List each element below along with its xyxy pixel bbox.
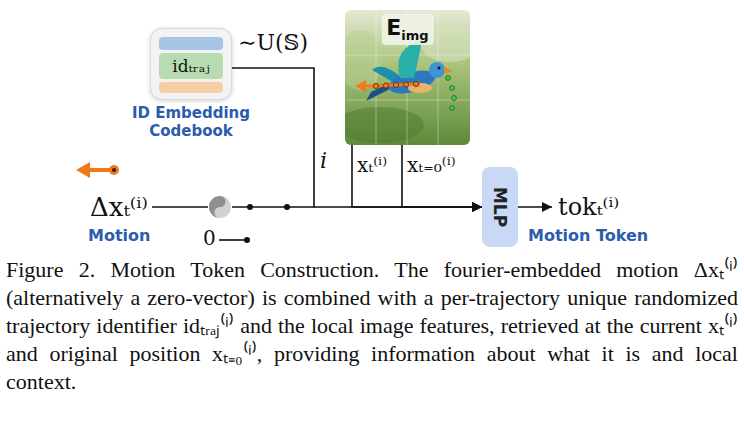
zero-input: 0: [203, 226, 216, 250]
mlp-box: MLP: [482, 167, 518, 247]
switch-symbol: [209, 196, 231, 218]
junction-dot: [244, 237, 250, 243]
token-caption: Motion Token: [528, 226, 648, 245]
feature-subscript: img: [401, 28, 428, 43]
token-symbol: tokₜ⁽ⁱ⁾: [558, 193, 619, 221]
connector: [232, 68, 482, 207]
edge-label: xₜ⁽ⁱ⁾: [357, 153, 387, 177]
codebook-heading: ID Embedding Codebook: [126, 104, 256, 140]
motion-arrow-icon: [76, 162, 119, 178]
feature-symbol: E: [386, 15, 401, 40]
feature-label: Eimg: [381, 14, 433, 45]
figure-caption: Figure 2. Motion Token Construction. The…: [6, 256, 738, 396]
junction-dot: [247, 204, 253, 210]
codebook-icon: idₜᵣₐⱼID Embedding Codebook: [150, 28, 232, 100]
connector: [402, 145, 482, 207]
edge-label: xₜ₌₀⁽ⁱ⁾: [407, 153, 456, 177]
main-wire: [152, 206, 208, 208]
edge-label: i: [320, 148, 327, 173]
codebook-band: idₜᵣₐⱼ: [159, 53, 223, 79]
trajectory-id: idₜᵣₐⱼ: [172, 56, 209, 76]
main-wire: [232, 206, 314, 208]
motion-symbol: Δxₜ⁽ⁱ⁾: [90, 192, 148, 222]
bird-photo: [345, 10, 470, 145]
image-feature-map: Eimg: [345, 10, 470, 145]
motion-caption: Motion: [88, 226, 150, 245]
junction-dot: [284, 204, 290, 210]
connector: [352, 145, 482, 207]
sampling-notation: ∼U(𝕊): [238, 30, 308, 55]
output-arrow: [518, 206, 552, 208]
mlp-label: MLP: [490, 187, 510, 227]
codebook-band: [159, 37, 223, 50]
zero-wire: [219, 239, 244, 241]
codebook-band: [159, 82, 223, 93]
